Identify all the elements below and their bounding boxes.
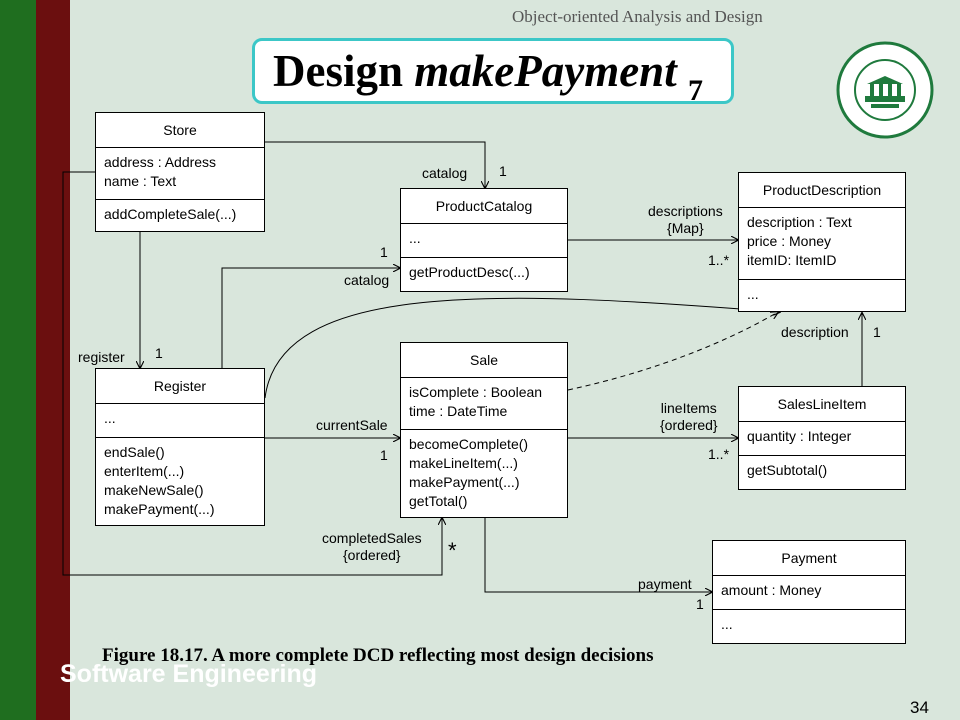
title-italic: makePayment (414, 46, 677, 96)
line-items-role: lineItems {ordered} (660, 400, 718, 434)
class-product-description-attributes: description : Text price : Money itemID:… (739, 208, 905, 280)
slide-title-box: Design makePayment 7 (252, 38, 734, 107)
left-stripe-red (36, 0, 70, 720)
completed-sales-role-name: completedSales (322, 530, 422, 546)
footer-label: Software Engineering (60, 660, 317, 688)
product-description-operation: ... (747, 286, 759, 302)
sales-line-item-operation: getSubtotal() (747, 462, 828, 478)
product-catalog-operation: getProductDesc(...) (409, 264, 530, 280)
university-logo (836, 41, 934, 139)
store-attribute: name : Text (104, 173, 177, 189)
class-sales-line-item: SalesLineItem quantity : Integer getSubt… (738, 386, 906, 490)
register-to-catalog-line (221, 268, 400, 368)
descriptions-qualifier: {Map} (667, 220, 704, 236)
class-sale-attributes: isComplete : Boolean time : DateTime (401, 378, 567, 430)
sale-operation: becomeComplete() (409, 436, 529, 452)
class-sales-line-item-operations: getSubtotal() (739, 456, 905, 485)
class-payment-operations: ... (713, 610, 905, 639)
sale-to-payment-line (484, 518, 712, 592)
line-items-qualifier: {ordered} (660, 417, 718, 433)
product-description-attribute: itemID: ItemID (747, 252, 837, 268)
line-items-multiplicity: 1..* (708, 446, 730, 462)
class-sale-name: Sale (401, 343, 567, 378)
store-catalog-multiplicity: 1 (499, 163, 507, 179)
register-operation: enterItem(...) (104, 463, 185, 479)
product-description-attribute: description : Text (747, 214, 852, 230)
class-product-catalog-name: ProductCatalog (401, 189, 567, 224)
class-product-catalog-operations: getProductDesc(...) (401, 258, 567, 287)
register-attribute: ... (104, 410, 116, 426)
class-product-catalog-attributes: ... (401, 224, 567, 258)
title-main: Design (273, 46, 415, 96)
class-payment-attributes: amount : Money (713, 576, 905, 610)
slide-header: Object-oriented Analysis and Design (512, 7, 763, 26)
class-register-operations: endSale() enterItem(...) makeNewSale() m… (96, 438, 264, 524)
sales-line-item-attribute: quantity : Integer (747, 428, 852, 444)
class-sales-line-item-attributes: quantity : Integer (739, 422, 905, 456)
store-to-catalog-line (265, 141, 485, 188)
class-product-description-name: ProductDescription (739, 173, 905, 208)
class-sale: Sale isComplete : Boolean time : DateTim… (400, 342, 568, 518)
class-store-name: Store (96, 113, 264, 148)
class-product-catalog: ProductCatalog ... getProductDesc(...) (400, 188, 568, 292)
product-description-attribute: price : Money (747, 233, 832, 249)
line-items-role-name: lineItems (660, 400, 717, 416)
register-catalog-multiplicity: 1 (380, 244, 388, 260)
register-catalog-role: catalog (344, 272, 390, 288)
sale-attribute: isComplete : Boolean (409, 384, 543, 400)
register-role: register (78, 349, 125, 365)
product-catalog-attribute: ... (409, 230, 421, 246)
store-attribute: address : Address (104, 154, 217, 170)
current-sale-multiplicity: 1 (380, 447, 388, 463)
class-payment: Payment amount : Money ... (712, 540, 906, 644)
register-to-description-curve (264, 297, 780, 399)
class-product-description-operations: ... (739, 280, 905, 309)
description-role: description (781, 324, 849, 340)
class-store: Store address : Address name : Text addC… (95, 112, 265, 232)
class-register: Register ... endSale() enterItem(...) ma… (95, 368, 265, 526)
completed-sales-role: completedSales {ordered} (322, 530, 422, 564)
sale-operation: getTotal() (409, 493, 468, 509)
register-operation: makeNewSale() (104, 482, 204, 498)
completed-sales-multiplicity: * (448, 538, 457, 563)
store-catalog-role: catalog (422, 165, 468, 181)
sale-operation: makeLineItem(...) (409, 455, 518, 471)
class-product-description: ProductDescription description : Text pr… (738, 172, 906, 312)
sale-operation: makePayment(...) (409, 474, 520, 490)
descriptions-role-name: descriptions (648, 203, 723, 219)
current-sale-role: currentSale (316, 417, 388, 433)
class-register-name: Register (96, 369, 264, 404)
descriptions-role: descriptions {Map} (648, 203, 723, 237)
payment-role: payment (638, 576, 692, 592)
descriptions-multiplicity: 1..* (708, 252, 730, 268)
left-stripe-green (0, 0, 36, 720)
store-operation: addCompleteSale(...) (104, 206, 237, 222)
class-store-operations: addCompleteSale(...) (96, 200, 264, 229)
class-register-attributes: ... (96, 404, 264, 438)
figure-caption: Figure 18.17. A more complete DCD reflec… (102, 645, 654, 666)
page-number: 34 (910, 698, 929, 717)
completed-sales-qualifier: {ordered} (343, 547, 401, 563)
sale-to-description-dependency (567, 312, 778, 391)
store-to-completed-sales-line (62, 171, 442, 576)
payment-operation: ... (721, 616, 733, 632)
class-payment-name: Payment (713, 541, 905, 576)
class-store-attributes: address : Address name : Text (96, 148, 264, 200)
class-sales-line-item-name: SalesLineItem (739, 387, 905, 422)
register-multiplicity: 1 (155, 345, 163, 361)
payment-multiplicity: 1 (696, 596, 704, 612)
slide-title: Design makePayment 7 (273, 45, 703, 107)
sale-attribute: time : DateTime (409, 403, 508, 419)
register-operation: endSale() (104, 444, 165, 460)
class-sale-operations: becomeComplete() makeLineItem(...) makeP… (401, 430, 567, 516)
title-subscript: 7 (687, 74, 703, 107)
register-operation: makePayment(...) (104, 501, 215, 517)
description-multiplicity: 1 (873, 324, 881, 340)
payment-attribute: amount : Money (721, 582, 822, 598)
